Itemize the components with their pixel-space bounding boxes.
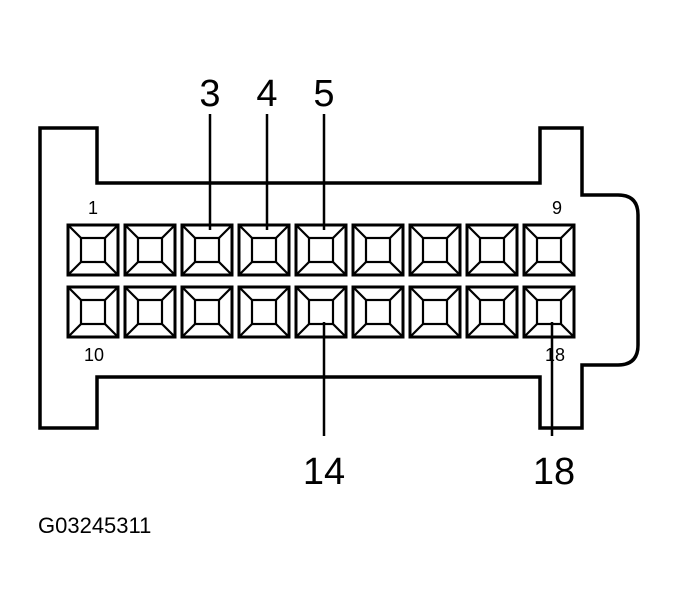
figure-code: G03245311 bbox=[38, 513, 151, 538]
callout-label-14: 14 bbox=[303, 451, 345, 493]
callout-label-3: 3 bbox=[199, 73, 220, 115]
pin-cavity-9 bbox=[522, 223, 576, 277]
pin-cavity-12 bbox=[180, 285, 234, 339]
pin-cavity-2 bbox=[123, 223, 177, 277]
pin-number-bottom-left: 10 bbox=[84, 345, 104, 365]
pin-number-top-left: 1 bbox=[88, 198, 98, 218]
pin-number-top-right: 9 bbox=[552, 198, 562, 218]
callout-label-5: 5 bbox=[313, 73, 334, 115]
pin-cavity-10 bbox=[66, 285, 120, 339]
pin-cavity-grid bbox=[66, 223, 576, 339]
pin-cavity-8 bbox=[465, 223, 519, 277]
pin-cavity-7 bbox=[408, 223, 462, 277]
callout-label-18: 18 bbox=[533, 451, 575, 493]
pin-cavity-17 bbox=[465, 285, 519, 339]
connector-housing-outline bbox=[38, 126, 640, 430]
pin-cavity-3 bbox=[180, 223, 234, 277]
pin-cavity-18 bbox=[522, 285, 576, 339]
pin-cavity-14 bbox=[294, 285, 348, 339]
pin-cavity-1 bbox=[66, 223, 120, 277]
pin-cavity-5 bbox=[294, 223, 348, 277]
pin-number-bottom-right: 18 bbox=[545, 345, 565, 365]
callout-label-4: 4 bbox=[256, 73, 277, 115]
pin-cavity-11 bbox=[123, 285, 177, 339]
pin-cavity-6 bbox=[351, 223, 405, 277]
pin-cavity-4 bbox=[237, 223, 291, 277]
pin-cavity-16 bbox=[408, 285, 462, 339]
pin-cavity-15 bbox=[351, 285, 405, 339]
pin-cavity-13 bbox=[237, 285, 291, 339]
